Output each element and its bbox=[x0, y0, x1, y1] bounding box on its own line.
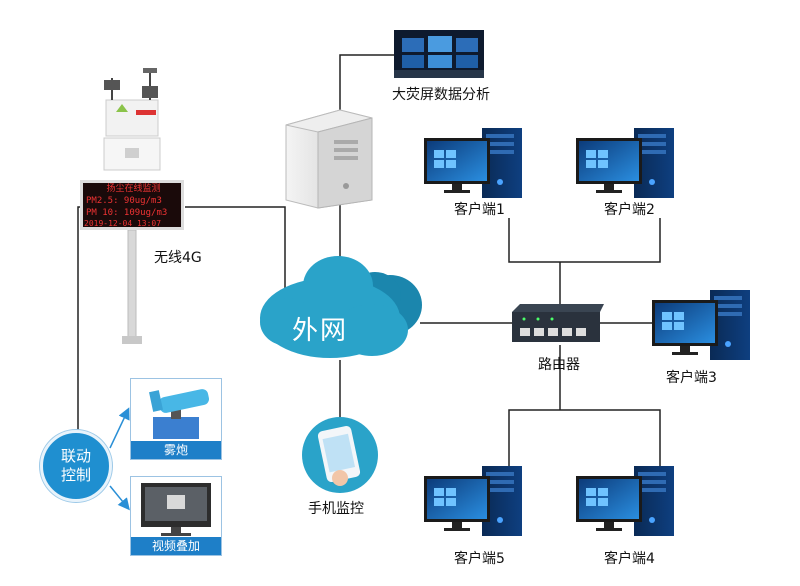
fog-cannon-icon bbox=[149, 389, 210, 439]
label-client2: 客户端2 bbox=[604, 202, 655, 218]
label-wireless: 无线4G bbox=[154, 250, 202, 266]
cloud-icon bbox=[260, 256, 422, 358]
label-client3: 客户端3 bbox=[666, 370, 717, 386]
router-switch-icon bbox=[512, 304, 604, 342]
label-client5: 客户端5 bbox=[454, 551, 505, 567]
label-client4: 客户端4 bbox=[604, 551, 655, 567]
big-screen-image-icon bbox=[394, 30, 484, 78]
desktop-client1 bbox=[424, 128, 522, 198]
video-overlay-label: 视频叠加 bbox=[131, 537, 221, 555]
line-screen-server bbox=[339, 54, 394, 110]
linkage-control-badge: 联动 控制 bbox=[40, 430, 112, 502]
desktop-computer-icon bbox=[424, 128, 750, 536]
fog-cannon-card: 雾炮 bbox=[130, 378, 222, 460]
connection-lines bbox=[77, 54, 661, 468]
line-monitor-linkage bbox=[77, 206, 80, 430]
label-big-screen: 大荧屏数据分析 bbox=[392, 87, 490, 103]
led-line-4: 2019-12-04 13:07 bbox=[84, 219, 162, 228]
cloud-label: 外网 bbox=[292, 316, 349, 346]
video-overlay-card: 视频叠加 bbox=[130, 476, 222, 556]
video-monitor-icon bbox=[141, 483, 211, 536]
led-line-1: 扬尘在线监测 bbox=[106, 184, 161, 194]
desktop-client2 bbox=[576, 128, 674, 198]
label-client1: 客户端1 bbox=[454, 202, 505, 218]
label-router: 路由器 bbox=[538, 357, 580, 373]
led-line-3: PM 10: 109ug/m3 bbox=[86, 208, 168, 218]
air-monitor-station-icon bbox=[103, 68, 161, 344]
line-monitor-cloud bbox=[185, 206, 286, 300]
linkage-text-2: 控制 bbox=[60, 466, 91, 484]
desktop-client5 bbox=[424, 466, 522, 536]
linkage-arrows bbox=[109, 407, 130, 511]
led-line-2: PM2.5: 90ug/m3 bbox=[86, 196, 162, 206]
linkage-text-1: 联动 bbox=[60, 447, 91, 465]
led-display: 扬尘在线监测 PM2.5: 90ug/m3 PM 10: 109ug/m3 bbox=[80, 180, 184, 230]
label-mobile: 手机监控 bbox=[308, 501, 364, 517]
line-clients-top bbox=[508, 218, 661, 263]
line-clients-bottom bbox=[508, 409, 661, 468]
server-tower-icon bbox=[285, 109, 373, 209]
desktop-client4 bbox=[576, 466, 674, 536]
fog-cannon-label: 雾炮 bbox=[131, 441, 221, 459]
smartphone-icon bbox=[302, 417, 378, 493]
desktop-client3 bbox=[652, 290, 750, 360]
